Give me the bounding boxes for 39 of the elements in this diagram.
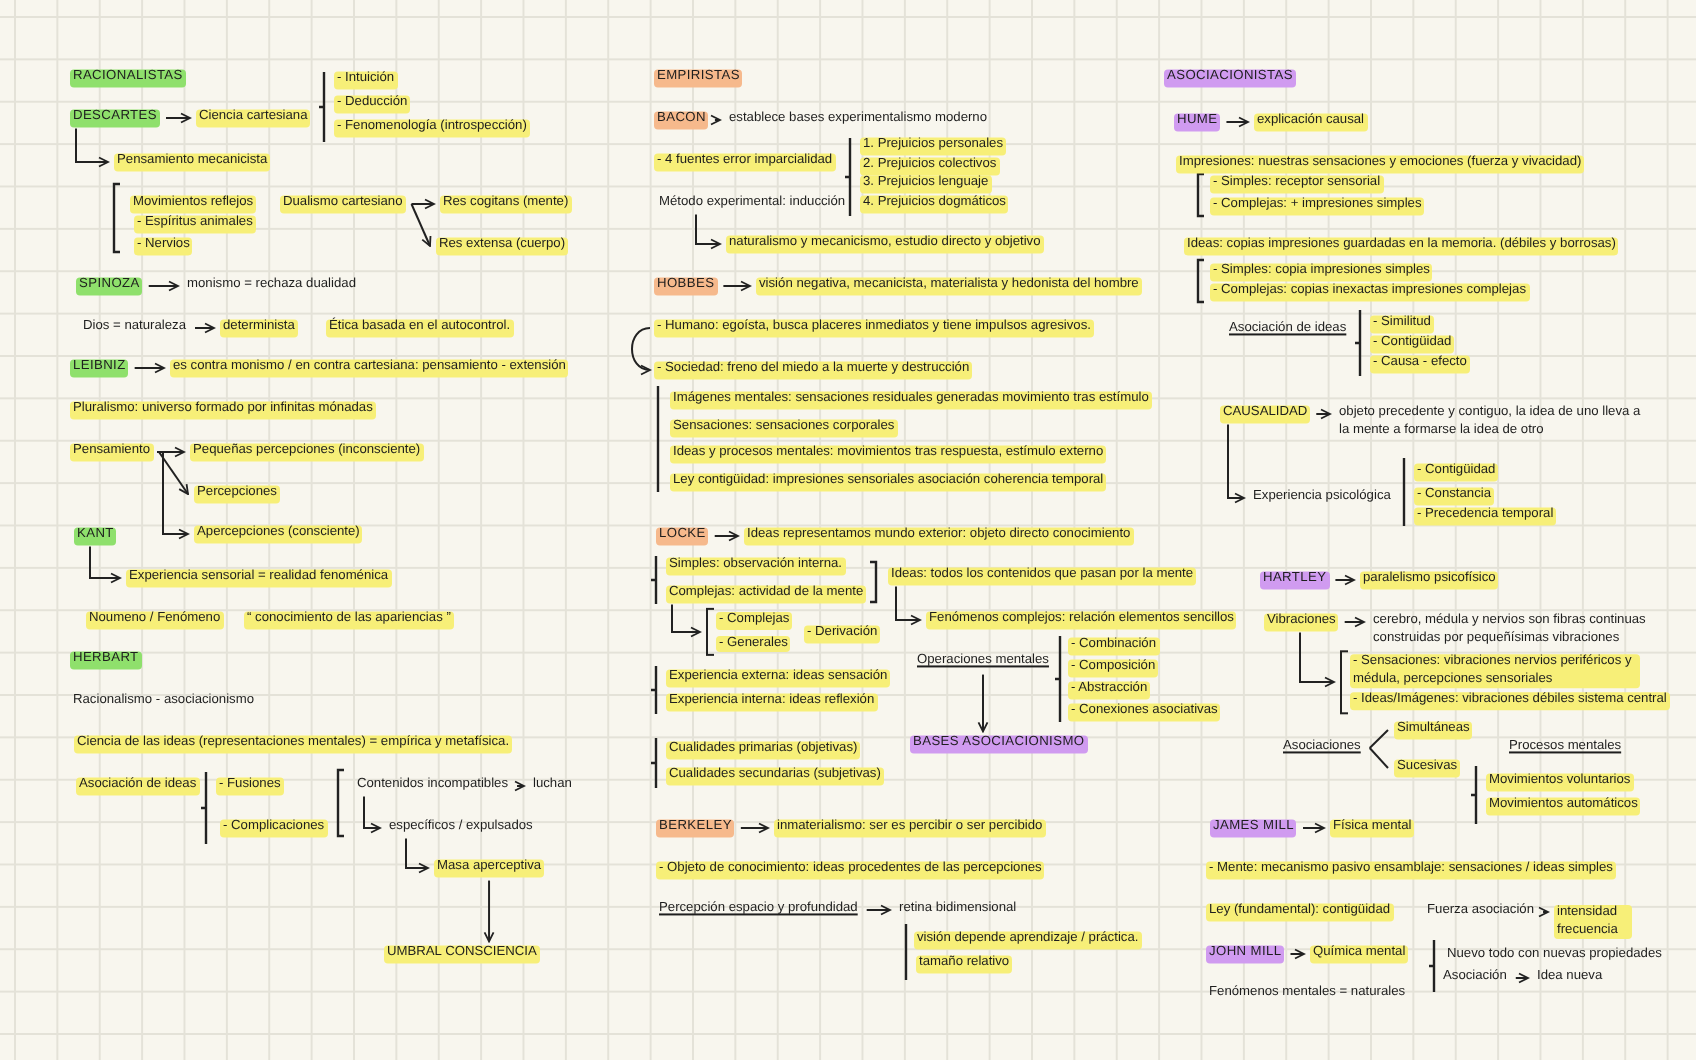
- arrow: [1334, 574, 1355, 586]
- arrow: [739, 822, 769, 834]
- arrow: [631, 327, 651, 374]
- arrow: [671, 603, 701, 638]
- arrow: [514, 780, 525, 792]
- arrow: [1289, 948, 1305, 960]
- arrow: [363, 795, 381, 834]
- arrow: [405, 837, 429, 874]
- arrow: [1315, 408, 1331, 420]
- arrow: [722, 280, 751, 292]
- arrow: [156, 451, 189, 540]
- arrow: [147, 280, 179, 292]
- connector-line: [1368, 747, 1389, 769]
- arrow: [164, 112, 191, 124]
- arrow: [695, 213, 721, 250]
- arrow: [1514, 972, 1529, 984]
- connector-line: [1368, 729, 1389, 749]
- arrow: [483, 879, 495, 943]
- arrow: [977, 673, 989, 733]
- arrow: [1227, 423, 1245, 504]
- arrow: [410, 198, 435, 210]
- arrow: [1225, 116, 1249, 128]
- arrow: [75, 127, 109, 168]
- arrow: [89, 545, 121, 584]
- arrow: [158, 451, 189, 495]
- arrow: [1299, 631, 1335, 688]
- bracketed-list: [1340, 650, 1670, 714]
- arrow: [1343, 616, 1365, 628]
- arrow: [158, 446, 185, 458]
- arrow: [410, 203, 432, 247]
- arrow: [713, 530, 739, 542]
- arrow: [895, 585, 921, 626]
- arrow: [865, 904, 891, 916]
- arrow: [194, 322, 215, 334]
- arrow: [710, 114, 721, 126]
- arrow: [1301, 822, 1325, 834]
- bracketed-list: [706, 607, 793, 657]
- arrow: [133, 362, 165, 374]
- arrow: [1538, 906, 1549, 918]
